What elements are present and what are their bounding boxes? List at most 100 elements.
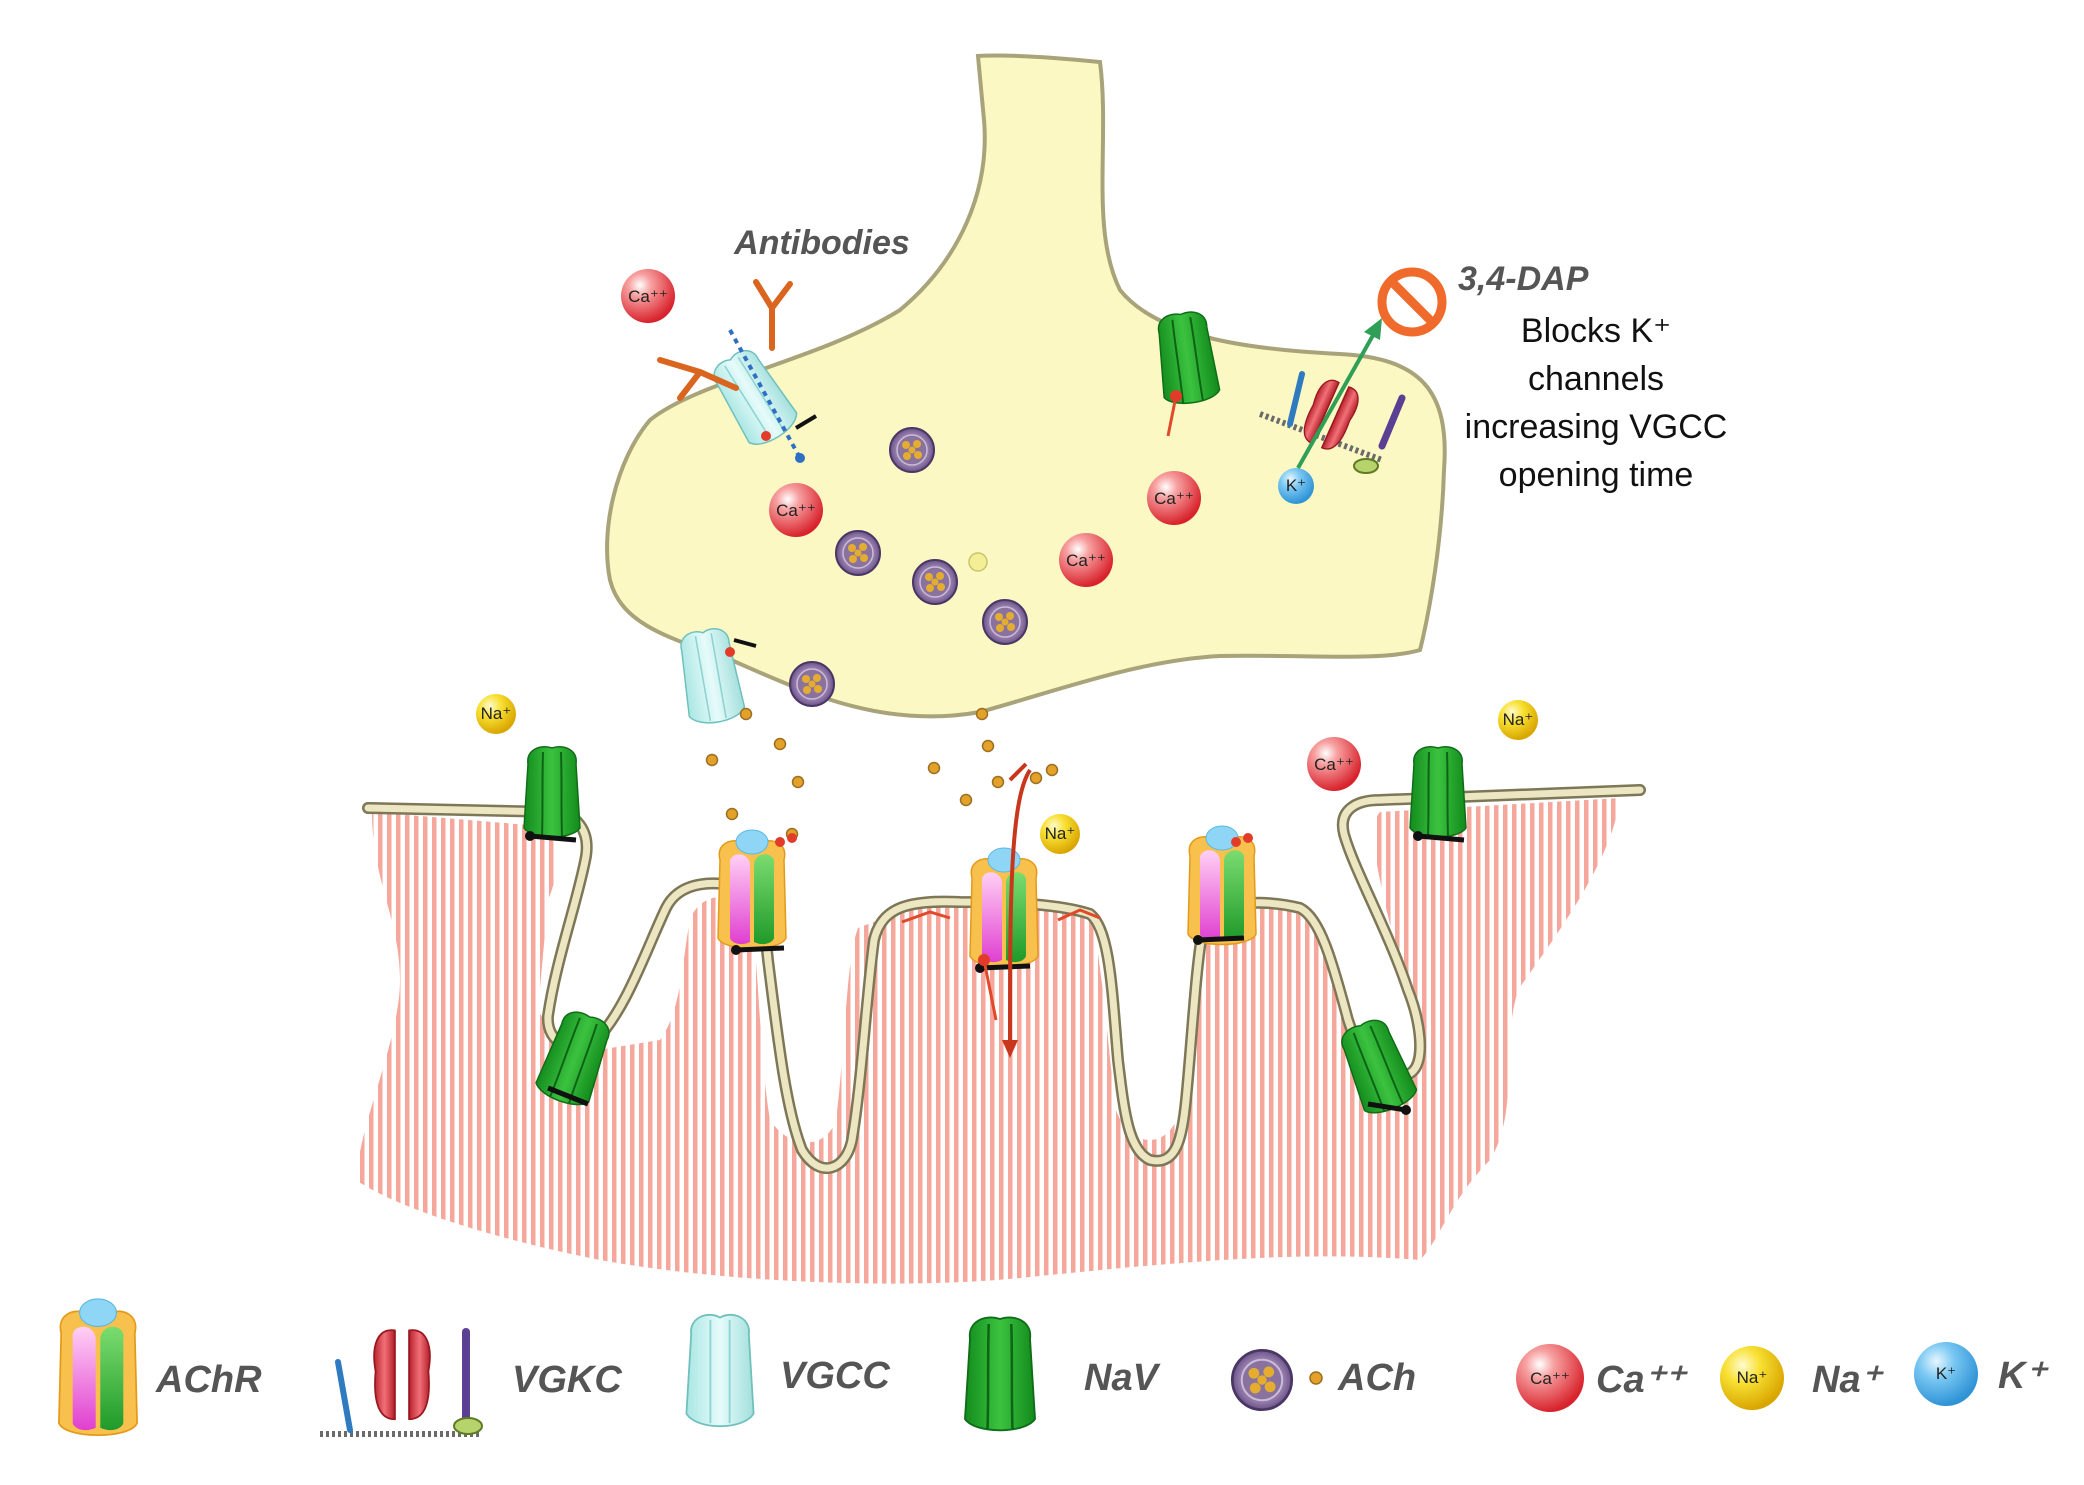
vgcc-legend-icon <box>685 1313 755 1428</box>
achr-channel <box>969 847 1039 968</box>
legend-ca-label: Ca⁺⁺ <box>1596 1359 1689 1401</box>
antibody-icon <box>657 357 739 401</box>
potassium-ion: K⁺ <box>1278 468 1314 504</box>
nav-presynaptic <box>1151 308 1222 437</box>
legend-vgcc: VGCC <box>685 1313 890 1428</box>
nav-legend-icon <box>963 1316 1037 1432</box>
blocking-arrow <box>1296 329 1378 469</box>
calcium-ion: Ca⁺⁺ <box>621 269 675 323</box>
nav-gate-marker <box>1170 390 1182 402</box>
svg-text:Ca⁺⁺: Ca⁺⁺ <box>1066 551 1106 570</box>
gate-marker <box>761 431 771 441</box>
ach-molecule-legend-icon <box>1309 1371 1323 1385</box>
sodium-ion: Na⁺ <box>1498 700 1538 740</box>
calcium-ions: Ca⁺⁺ Ca⁺⁺ Ca⁺⁺ Ca⁺⁺ Ca⁺⁺ <box>621 269 1361 791</box>
svg-text:Ca⁺⁺: Ca⁺⁺ <box>1314 755 1354 774</box>
svg-text:Ca⁺⁺: Ca⁺⁺ <box>628 287 668 306</box>
nav-channel <box>1409 745 1467 838</box>
dap-description-line-1: Blocks K⁺ <box>1521 312 1671 350</box>
gate-bar <box>794 414 818 430</box>
achr-channel <box>717 829 787 950</box>
svg-text:Ca⁺⁺: Ca⁺⁺ <box>1530 1369 1570 1388</box>
svg-text:K⁺: K⁺ <box>1936 1364 1956 1383</box>
vesicle-legend-icon <box>1230 1348 1294 1412</box>
sodium-ion: Na⁺ <box>1040 814 1080 854</box>
blocking-arrow-head <box>1364 318 1382 340</box>
nerve-terminal <box>605 53 1447 719</box>
nav-gate-line <box>1166 395 1178 437</box>
legend-na-label: Na⁺ <box>1812 1359 1885 1401</box>
svg-text:Na⁺: Na⁺ <box>1045 824 1076 843</box>
antibodies-label: Antibodies <box>733 224 910 262</box>
vgcc-antibody-complex <box>657 279 818 463</box>
achr-ion-flow <box>901 762 1101 1058</box>
svg-text:Na⁺: Na⁺ <box>1503 710 1534 729</box>
svg-text:Ca⁺⁺: Ca⁺⁺ <box>776 501 816 520</box>
potassium-legend-icon: K⁺ <box>1914 1342 1978 1406</box>
vgkc-membrane-segment <box>1258 411 1384 463</box>
vesicle <box>912 559 958 605</box>
legend-achr: AChR <box>58 1298 262 1437</box>
legend-ach-label: ACh <box>1337 1357 1416 1399</box>
dap-block-icon <box>1377 267 1447 337</box>
achr-gate-bar <box>735 945 785 953</box>
legend-k-label: K⁺ <box>1998 1355 2049 1397</box>
nav-channel <box>523 745 581 838</box>
calcium-ion: Ca⁺⁺ <box>769 483 823 537</box>
calcium-flow-line <box>728 329 802 459</box>
legend-vgkc: VGKC <box>320 1328 622 1437</box>
vesicle <box>982 599 1028 645</box>
achr-gate-bar <box>979 963 1031 971</box>
legend-ach: ACh <box>1230 1348 1416 1412</box>
nav-channel <box>1151 308 1222 408</box>
achr-gate-bar <box>1197 935 1245 943</box>
dap-description-line-3: increasing VGCC <box>1465 408 1728 446</box>
dap-name-label: 3,4-DAP <box>1458 260 1589 298</box>
svg-text:Ca⁺⁺: Ca⁺⁺ <box>1154 489 1194 508</box>
vgkc-presynaptic: K⁺ <box>1258 318 1406 504</box>
nav-gate-bar <box>1367 1101 1407 1113</box>
legend-nav-label: NaV <box>1084 1357 1161 1399</box>
achr-legend-icon <box>58 1298 138 1437</box>
antibody-icon <box>753 279 793 351</box>
vgkc-subunit-purple <box>1378 394 1406 450</box>
vesicle <box>789 661 835 707</box>
sodium-ions: Na⁺ Na⁺ Na⁺ <box>476 694 1538 854</box>
legend-na: Na⁺ Na⁺ <box>1720 1346 1885 1410</box>
muscle-striped-region <box>356 798 1620 1284</box>
vgcc-active-zone <box>674 624 757 728</box>
legend: AChR VGKC VGCC NaV ACh Ca⁺⁺ <box>58 1298 2049 1437</box>
ach-molecules <box>705 707 1059 841</box>
vesicle <box>889 427 935 473</box>
calcium-ion: Ca⁺⁺ <box>1147 471 1201 525</box>
vgkc-subunit-green <box>1353 458 1379 474</box>
dap-description-line-2: channels <box>1528 360 1664 398</box>
svg-text:Na⁺: Na⁺ <box>481 704 512 723</box>
dap-description-line-4: opening time <box>1499 456 1694 494</box>
empty-vesicle <box>968 552 988 572</box>
legend-achr-label: AChR <box>155 1359 262 1401</box>
vgkc-subunit-blue <box>1287 371 1305 427</box>
gate-marker <box>725 647 735 657</box>
postsynaptic-nav-channels <box>523 745 1467 1120</box>
gate-bar <box>733 638 757 648</box>
terminal-vesicles <box>789 427 1028 707</box>
svg-text:Na⁺: Na⁺ <box>1737 1368 1768 1387</box>
nav-gate-bar <box>529 833 577 843</box>
sodium-legend-icon: Na⁺ <box>1720 1346 1784 1410</box>
legend-k: K⁺ K⁺ <box>1914 1342 2049 1406</box>
vesicle <box>835 530 881 576</box>
nav-gate-bar <box>547 1085 589 1107</box>
calcium-legend-icon: Ca⁺⁺ <box>1516 1344 1584 1412</box>
calcium-ion: Ca⁺⁺ <box>1307 737 1361 791</box>
legend-vgcc-label: VGCC <box>780 1355 890 1397</box>
legend-ca: Ca⁺⁺ Ca⁺⁺ <box>1516 1344 1689 1412</box>
svg-text:K⁺: K⁺ <box>1286 476 1306 495</box>
calcium-ion: Ca⁺⁺ <box>1059 533 1113 587</box>
legend-nav: NaV <box>963 1316 1161 1432</box>
postsynaptic-achr-channels <box>717 825 1257 973</box>
vgkc-legend-icon <box>373 1329 431 1421</box>
nav-gate-bar <box>1417 833 1465 843</box>
